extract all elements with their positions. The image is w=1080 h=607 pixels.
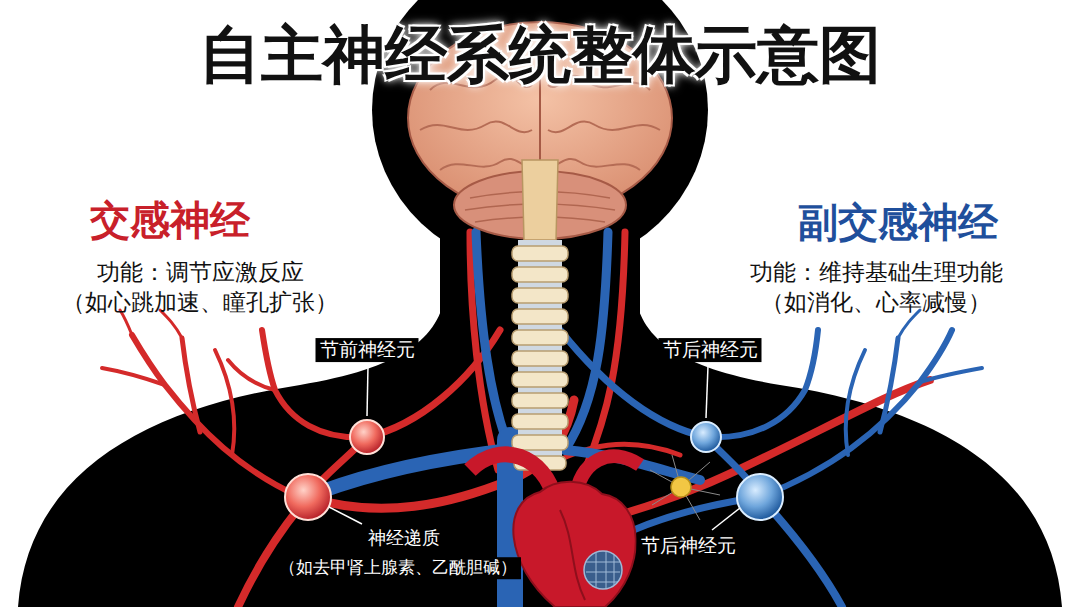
nerve-plexus bbox=[584, 551, 622, 589]
diagram-title: 自主神经系统整体示意图 bbox=[199, 19, 881, 90]
part-label: 节后神经元 bbox=[637, 534, 740, 558]
heart bbox=[470, 454, 640, 607]
ganglion bbox=[285, 420, 783, 520]
sympathetic-nerves bbox=[102, 232, 930, 607]
function-example: （如心跳加速、瞳孔扩张） bbox=[62, 289, 338, 315]
function-note: 功能：调节应激反应 bbox=[97, 259, 304, 285]
function-example: （如消化、心率减慢） bbox=[761, 289, 991, 315]
section-heading: 副交感神经 bbox=[798, 199, 998, 245]
section-heading: 交感神经 bbox=[90, 197, 250, 243]
part-note: （如去甲肾上腺素、乙酰胆碱） bbox=[275, 557, 521, 579]
parasympathetic-nerves bbox=[320, 232, 982, 607]
spinal-column bbox=[512, 240, 568, 470]
part-label: 节后神经元 bbox=[659, 338, 762, 362]
leader-line bbox=[329, 366, 740, 530]
part-label: 神经递质 bbox=[364, 527, 444, 550]
function-note: 功能：维持基础生理功能 bbox=[750, 259, 1003, 285]
body-silhouette bbox=[18, 0, 1062, 607]
part-label: 节前神经元 bbox=[316, 338, 419, 362]
small-ganglion bbox=[650, 455, 720, 520]
